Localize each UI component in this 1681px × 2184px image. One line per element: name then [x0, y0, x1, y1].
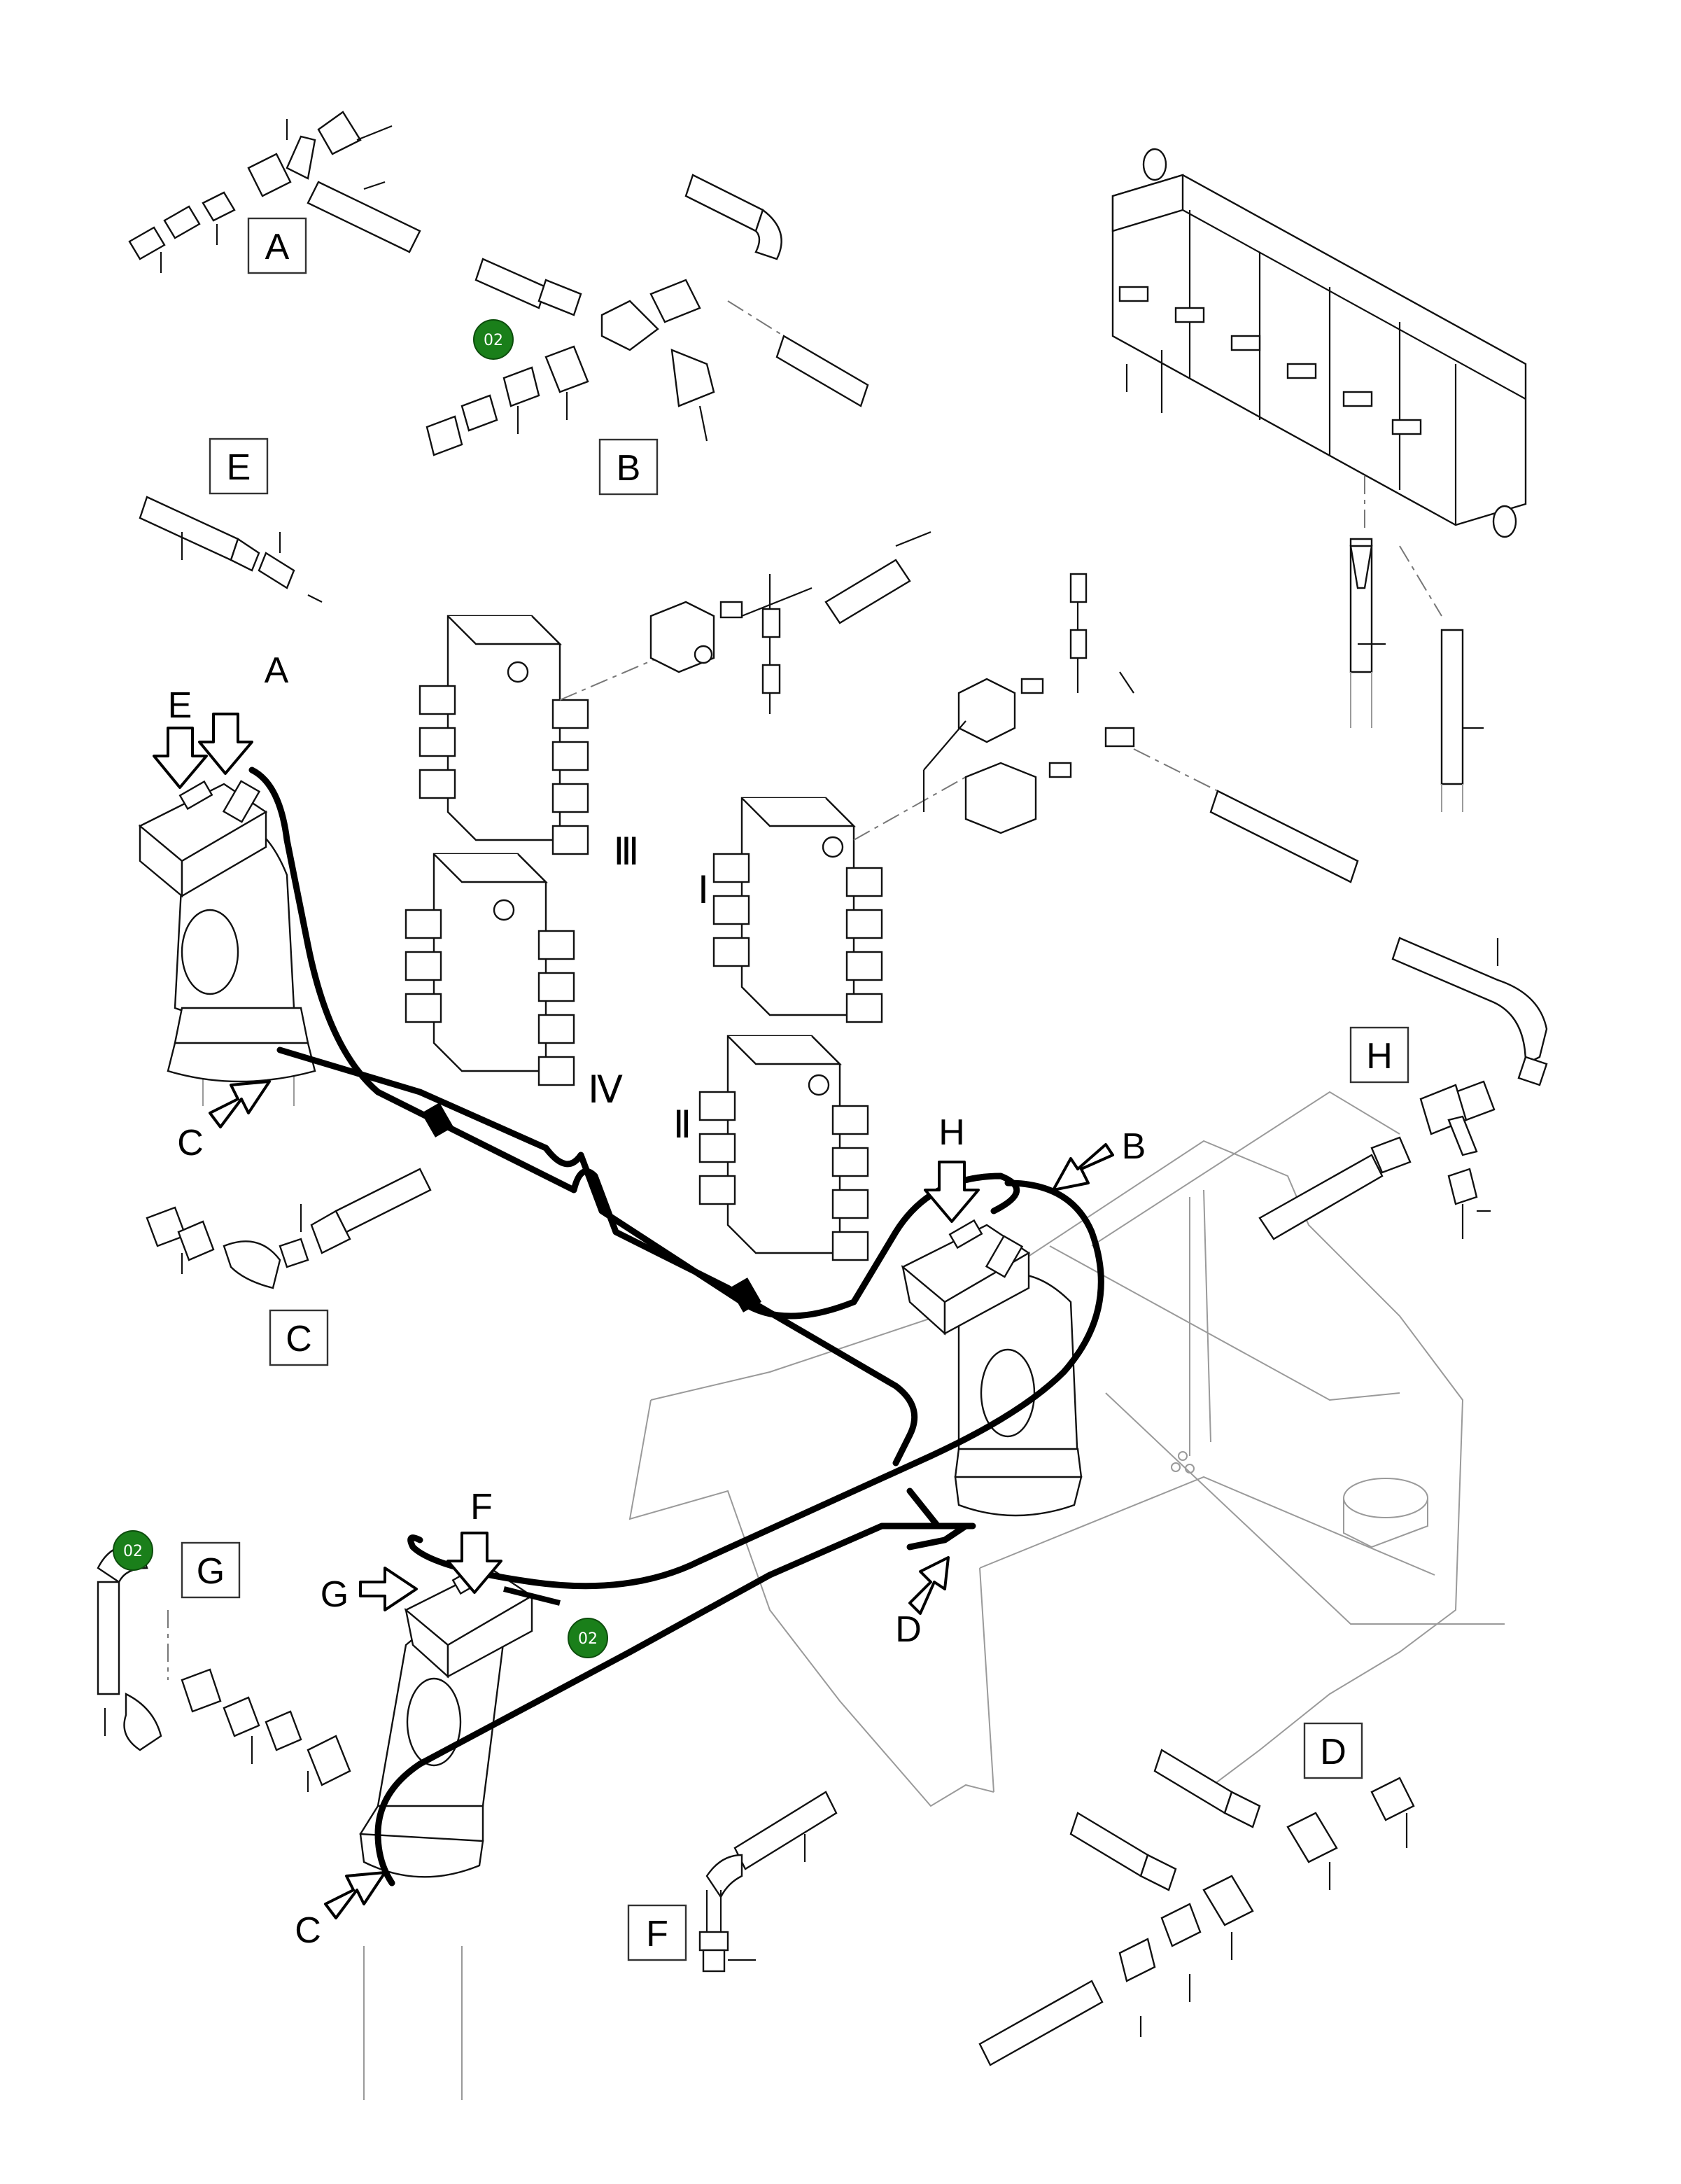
boxed-label-B: B [598, 438, 659, 496]
svg-text:02: 02 [578, 1630, 598, 1648]
callout-A: A [265, 650, 289, 691]
valve-block-II [698, 1035, 869, 1261]
svg-text:B: B [1122, 1126, 1146, 1167]
boxed-label-F: F [627, 1904, 687, 1961]
detail-C-fittings [146, 1168, 432, 1289]
svg-text:B: B [617, 448, 641, 489]
valve-label-III: Ⅲ [613, 831, 639, 873]
arrow-down-icon [153, 727, 208, 789]
detail-E-fittings [139, 496, 323, 603]
svg-text:G: G [197, 1551, 225, 1592]
swivel-fitting-bottom-left [359, 1564, 561, 1878]
detail-D-fittings [978, 1749, 1415, 2066]
arrow-up-right-icon [908, 1556, 950, 1615]
svg-text:C: C [295, 1910, 321, 1951]
svg-text:F: F [646, 1914, 668, 1954]
callout-D: D [895, 1556, 950, 1650]
callout-B: B [1052, 1126, 1146, 1191]
callout-G: G [321, 1567, 418, 1615]
svg-text:H: H [1366, 1036, 1393, 1077]
valve-block-IV [405, 853, 575, 1086]
valve-label-II: Ⅱ [673, 1104, 692, 1146]
svg-text:02: 02 [123, 1543, 143, 1560]
callout-H: H [924, 1112, 980, 1223]
valve-connections [559, 531, 1359, 883]
badge-02-detail-G: 02 [113, 1530, 153, 1571]
valve-block-III [419, 615, 589, 855]
arrow-right-icon [359, 1567, 418, 1611]
callout-C-bottom: C [295, 1871, 386, 1951]
svg-text:C: C [177, 1123, 204, 1163]
svg-text:E: E [168, 685, 192, 726]
arrow-right-icon [324, 1871, 386, 1919]
svg-text:D: D [1320, 1732, 1346, 1772]
svg-text:E: E [227, 447, 251, 488]
detail-A-fittings [128, 111, 421, 273]
swivel-fitting-top-left [138, 780, 316, 1083]
svg-text:02: 02 [484, 332, 503, 349]
arrow-right-icon [209, 1080, 271, 1128]
swivel-fitting-center [901, 1219, 1083, 1517]
callout-F: F [446, 1487, 502, 1594]
arrow-down-icon [198, 713, 253, 775]
detail-H-fittings [1258, 937, 1548, 1240]
svg-text:A: A [265, 650, 289, 691]
boxed-label-G: G [181, 1541, 241, 1599]
svg-text:A: A [265, 227, 290, 267]
main-pipe-routing [248, 766, 1104, 1886]
callout-E: E [153, 685, 253, 789]
svg-text:F: F [470, 1487, 493, 1527]
valve-block-I [712, 797, 883, 1023]
boxed-label-H: H [1349, 1026, 1409, 1084]
arrow-down-icon [924, 1161, 980, 1223]
main-valve-bank [1111, 148, 1527, 812]
valve-label-IV: Ⅳ [588, 1069, 623, 1111]
boxed-label-E: E [209, 438, 269, 495]
svg-text:D: D [895, 1609, 922, 1650]
valve-label-I: Ⅰ [698, 869, 709, 911]
machine-frame-outline [202, 1050, 1505, 2100]
arrow-down-icon [446, 1532, 502, 1594]
badge-02-swivel-F: 02 [568, 1618, 608, 1658]
detail-F-fittings [698, 1791, 838, 1973]
detail-B-fittings [425, 174, 869, 456]
boxed-label-C: C [269, 1309, 329, 1366]
badge-02-detail-B: 02 [473, 319, 514, 360]
boxed-label-A: A [247, 217, 307, 274]
svg-text:C: C [286, 1319, 312, 1359]
svg-text:H: H [938, 1112, 965, 1153]
callout-C-top: C [177, 1080, 271, 1163]
boxed-label-D: D [1303, 1722, 1363, 1779]
arrow-left-icon [1052, 1143, 1114, 1191]
svg-text:G: G [321, 1574, 349, 1615]
